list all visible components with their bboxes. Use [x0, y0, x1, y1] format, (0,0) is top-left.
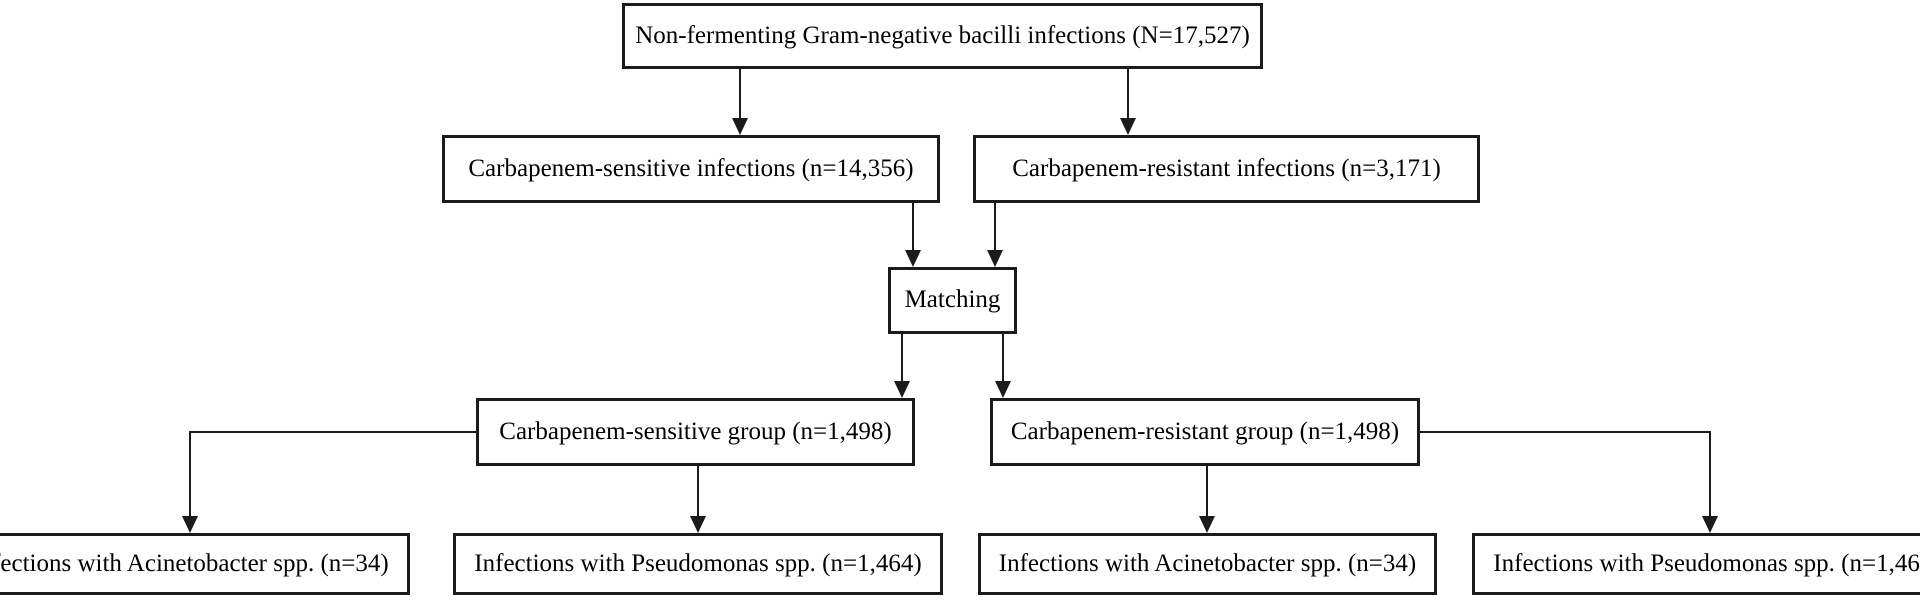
node-carbapenem-sensitive-group: Carbapenem-sensitive group (n=1,498): [476, 398, 915, 466]
node-resistant-acinetobacter: Infections with Acinetobacter spp. (n=34…: [978, 533, 1437, 595]
edge-resistant-group-to-pseudomonas-arrowhead-icon: [1702, 516, 1718, 533]
node-carbapenem-sensitive-infections: Carbapenem-sensitive infections (n=14,35…: [442, 135, 940, 203]
edge-resistant-group-to-acinetobacter-line: [1206, 466, 1208, 516]
node-carbapenem-resistant-infections: Carbapenem-resistant infections (n=3,171…: [973, 135, 1480, 203]
node-sensitive-pseudomonas: Infections with Pseudomonas spp. (n=1,46…: [453, 533, 943, 595]
edge-resistant-group-to-pseudomonas-vline: [1709, 431, 1711, 516]
edge-sensitive-to-matching-arrowhead-icon: [905, 250, 921, 267]
node-root: Non-fermenting Gram-negative bacilli inf…: [622, 3, 1263, 69]
edge-resistant-group-to-acinetobacter-arrowhead-icon: [1199, 516, 1215, 533]
node-resistant-pseudomonas: Infections with Pseudomonas spp. (n=1,46…: [1472, 533, 1920, 595]
edge-sensitive-group-to-pseudomonas-arrowhead-icon: [690, 516, 706, 533]
edge-matching-to-resistant-group-line: [1002, 334, 1004, 384]
edge-resistant-to-matching-line: [994, 203, 996, 253]
edge-resistant-to-matching-arrowhead-icon: [987, 250, 1003, 267]
node-sensitive-acinetobacter: Infections with Acinetobacter spp. (n=34…: [0, 533, 410, 595]
edge-root-to-resistant-arrowhead-icon: [1120, 118, 1136, 135]
edge-matching-to-sensitive-group-arrowhead-icon: [894, 381, 910, 398]
edge-sensitive-group-to-acinetobacter-vline: [189, 431, 191, 516]
edge-sensitive-to-matching-line: [912, 203, 914, 253]
edge-root-to-resistant-line: [1127, 69, 1129, 121]
edge-sensitive-group-to-pseudomonas-line: [697, 466, 699, 516]
edge-resistant-group-to-pseudomonas-hline: [1420, 431, 1711, 433]
edge-root-to-sensitive-arrowhead-icon: [732, 118, 748, 135]
edge-matching-to-sensitive-group-line: [901, 334, 903, 384]
edge-root-to-sensitive-line: [739, 69, 741, 121]
edge-matching-to-resistant-group-arrowhead-icon: [995, 381, 1011, 398]
node-carbapenem-resistant-group: Carbapenem-resistant group (n=1,498): [990, 398, 1420, 466]
edge-sensitive-group-to-acinetobacter-arrowhead-icon: [182, 516, 198, 533]
node-matching: Matching: [888, 267, 1017, 334]
edge-sensitive-group-to-acinetobacter-hline: [189, 431, 476, 433]
